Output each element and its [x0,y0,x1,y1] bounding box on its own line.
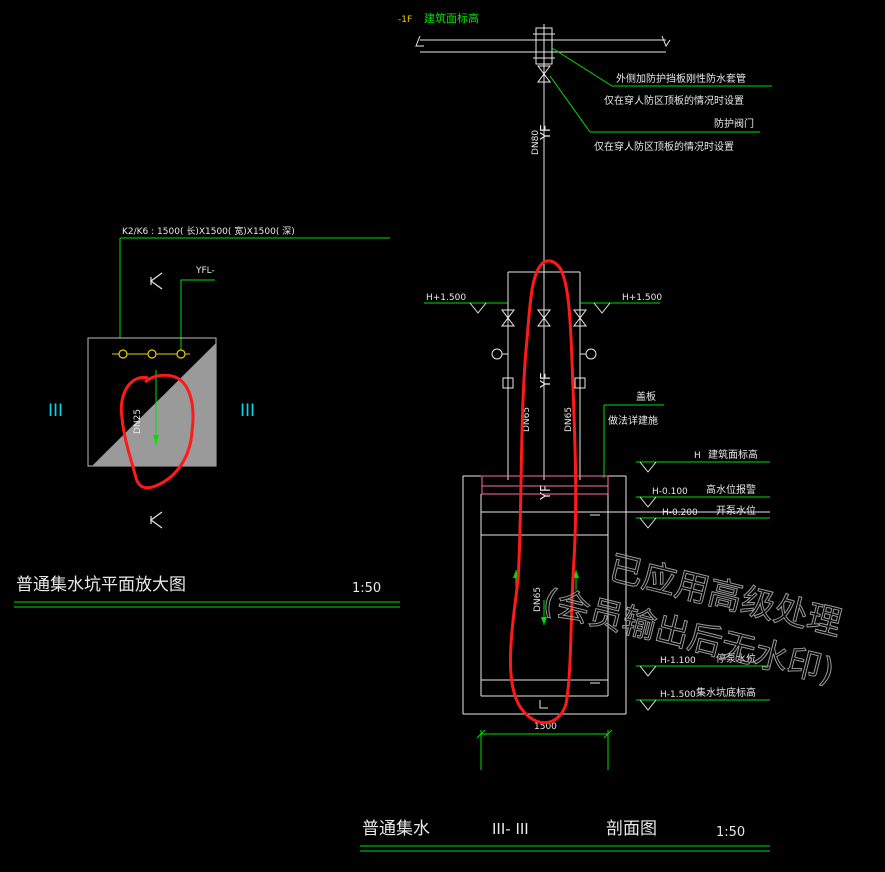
note-valve: 防护阀门 [714,117,754,130]
left-level-symbol [469,302,487,314]
floor-level-h: H [694,451,701,461]
bottom-level-symbol [639,699,657,711]
pump-inlet-icon [539,700,548,709]
section-arrow-bottom [149,511,163,529]
pipe-circle-1 [118,349,128,359]
riser-valve-icon-lower [537,73,551,83]
right-level-text: H+1.500 [622,293,662,303]
plan-pipe-size: DN25 [133,409,143,434]
stop-level-symbol [639,665,657,677]
floor-level-label: 建筑面标高 [708,448,758,461]
plan-title: 普通集水坑平面放大图 [16,575,186,595]
pipe-tag-mid: YF [539,373,554,389]
note-sleeve: 外侧加防护挡板刚性防水套管 [616,72,746,85]
cover-slab [481,475,609,495]
section-title-b: III- III [492,820,529,838]
plan-scale: 1:50 [352,581,381,596]
top-level-tag: -1F [398,15,412,25]
check-valve-right-icon [574,377,586,389]
gauge-right-icon [585,348,597,360]
break-mark-left [415,35,424,47]
section-label-left: III [48,401,63,421]
riser-valve-icon [537,65,551,75]
red-markup-section [509,259,578,725]
stop-level-label: 停泵水位 [716,652,756,665]
note-sleeve-cond: 仅在穿人防区顶板的情况时设置 [604,94,744,107]
cover-label: 盖板 [636,390,656,403]
sump-slope-fill [92,343,216,466]
stop-level-value: H-1.100 [660,656,696,666]
left-pipe-size: DN65 [522,407,532,432]
section-arrow-top [149,272,163,290]
right-level-symbol [593,302,611,314]
section-scale: 1:50 [716,825,745,840]
alarm-level-label: 高水位报警 [706,483,756,496]
cover-note: 做法详建施 [608,414,658,427]
red-markup-plan [119,373,195,490]
start-level-symbol [639,517,657,529]
width-dim-text: 1500 [534,722,557,732]
down-arrow-center-icon [541,617,547,625]
bottom-level-value: H-1.500 [660,690,696,700]
valve-left [501,309,515,327]
riser-size: DN80 [531,130,541,155]
right-pipe-size: DN65 [564,407,574,432]
sump-spec-text: K2/K6 : 1500( 长)X1500( 宽)X1500( 深) [122,225,295,237]
riser-tag: YF [539,125,554,141]
gauge-left-icon [491,348,503,360]
section-view: -1F 建筑面标高 外侧加防护挡板刚性防水套管 仅在穿人防区顶板的情况时设置 防… [360,11,772,852]
valve-right [573,309,587,327]
down-arrow-icon [153,435,159,445]
valve-center [537,309,551,327]
plan-view: K2/K6 : 1500( 长)X1500( 宽)X1500( 深) YFL- … [14,225,400,608]
start-level-value: H-0.200 [662,508,698,518]
pipe-tag-text: YFL- [195,266,215,276]
section-label-right: III [240,401,255,421]
section-title-a: 普通集水 [362,819,430,839]
check-valve-left-icon [502,377,514,389]
note-leader-sleeve [551,47,613,87]
top-level-label: 建筑面标高 [424,11,479,25]
note-leader-valve [549,75,591,133]
floor-level-symbol [639,461,657,473]
alarm-level-symbol [639,496,657,508]
pipe-circle-2 [147,349,157,359]
pipe-tag-low: YF [539,485,554,501]
alarm-level-value: H-0.100 [652,487,688,497]
pump-pipe-size: DN65 [533,587,543,612]
watermark: 已应用高级处理 (会员输出后无水印) [538,547,846,692]
left-level-text: H+1.500 [426,293,466,303]
break-mark-right [661,35,671,48]
section-title-c: 剖面图 [606,819,657,839]
bottom-level-label: 集水坑底标高 [696,686,756,699]
note-valve-cond: 仅在穿人防区顶板的情况时设置 [594,140,734,153]
pipe-tag-leader [180,279,215,354]
start-level-label: 开泵水位 [716,504,756,517]
pipe-circle-3 [176,349,186,359]
